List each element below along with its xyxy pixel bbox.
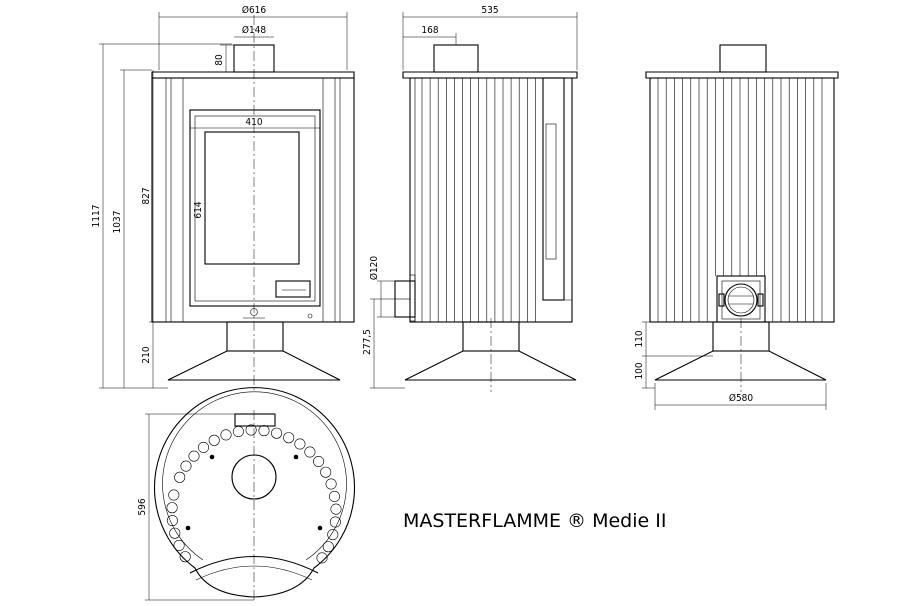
side-depth-label: 535 <box>481 5 498 16</box>
rear-base-width-label: Ø580 <box>729 392 754 404</box>
side-inlet-height-label: 277,5 <box>362 329 373 355</box>
air-hole <box>180 460 192 472</box>
rear-foot-height-label: 100 <box>634 362 645 379</box>
air-hole <box>327 529 339 541</box>
air-hole <box>166 502 178 514</box>
air-hole <box>166 515 178 527</box>
air-hole <box>198 441 210 453</box>
air-hole <box>168 489 180 501</box>
air-hole <box>320 466 332 478</box>
side-dimensions: 535 168 Ø120 277,5 <box>362 5 578 389</box>
air-hole <box>328 490 340 502</box>
front-flue-height-label: 80 <box>214 54 225 66</box>
air-hole <box>294 438 306 450</box>
side-view <box>394 44 578 392</box>
air-hole <box>325 478 337 490</box>
air-hole <box>173 539 185 551</box>
air-hole <box>179 551 191 563</box>
front-view <box>151 15 355 392</box>
front-base-height-label: 210 <box>141 346 152 363</box>
front-dimensions: Ø616 Ø148 80 410 614 1117 1037 827 210 <box>91 4 348 389</box>
side-inlet-diameter-label: Ø120 <box>368 256 380 281</box>
product-title: MASTERFLAMME ® Medie II <box>403 510 666 532</box>
top-view <box>153 387 356 602</box>
rear-inlet-height-label: 110 <box>634 330 645 347</box>
front-body-height-label: 827 <box>141 187 152 204</box>
air-hole <box>329 516 341 528</box>
front-width-label: Ø616 <box>242 4 267 16</box>
air-hole <box>316 552 328 564</box>
front-total-height-label: 1117 <box>91 205 102 228</box>
air-hole <box>245 424 257 436</box>
air-hole <box>313 455 325 467</box>
top-dimensions: 596 <box>137 413 254 601</box>
air-hole <box>258 425 270 437</box>
top-depth-label: 596 <box>137 498 148 515</box>
air-hole <box>208 434 220 446</box>
front-flue-diameter-label: Ø148 <box>242 24 267 36</box>
front-door-width-label: 410 <box>245 117 262 128</box>
air-hole <box>174 471 186 483</box>
front-top-height-label: 1037 <box>112 211 123 234</box>
air-hole <box>232 425 244 437</box>
air-hole <box>322 541 334 553</box>
air-hole <box>220 429 232 441</box>
air-hole <box>283 432 295 444</box>
air-hole <box>330 503 342 515</box>
air-hole <box>188 450 200 462</box>
air-hole <box>169 527 181 539</box>
rear-dimensions: 110 100 Ø580 <box>634 321 827 410</box>
side-flue-offset-label: 168 <box>421 25 438 36</box>
rear-view <box>645 44 839 392</box>
air-hole <box>304 446 316 458</box>
air-hole <box>271 427 283 439</box>
front-glass-height-label: 614 <box>193 201 204 218</box>
